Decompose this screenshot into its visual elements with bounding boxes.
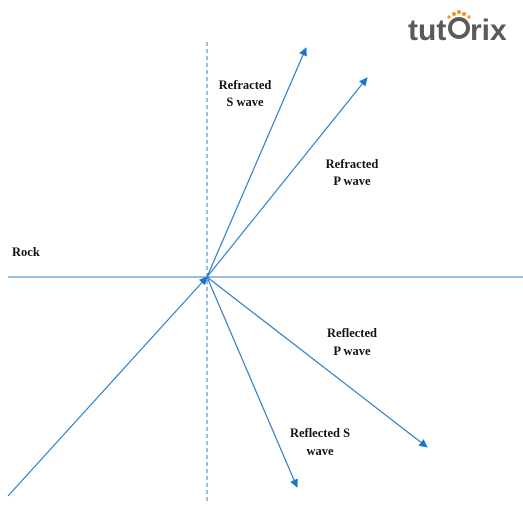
tutorix-logo: tut rix — [408, 10, 507, 47]
reflected-p-label-line2: P wave — [333, 344, 371, 358]
logo-text-right: rix — [470, 14, 507, 47]
reflected-p-wave-arrow — [206, 276, 428, 448]
refracted-p-label-line1: Refracted — [326, 157, 379, 171]
refracted-s-wave-arrow — [206, 47, 307, 278]
refracted-p-label-line2: P wave — [333, 174, 371, 188]
reflected-s-label-line2: wave — [306, 444, 334, 458]
incident-wave-arrow — [7, 276, 208, 497]
refracted-s-label-line1: Refracted — [219, 78, 272, 92]
logo-text-left: tut — [408, 14, 446, 47]
reflected-p-label-line1: Reflected — [327, 326, 377, 340]
refracted-p-wave-arrow — [206, 77, 368, 278]
refracted-s-label-line2: S wave — [226, 95, 264, 109]
reflected-s-wave-arrow — [206, 276, 298, 488]
rock-label: Rock — [12, 245, 40, 259]
reflected-s-label-line1: Reflected S — [290, 426, 350, 440]
logo-o-mark — [447, 10, 471, 39]
